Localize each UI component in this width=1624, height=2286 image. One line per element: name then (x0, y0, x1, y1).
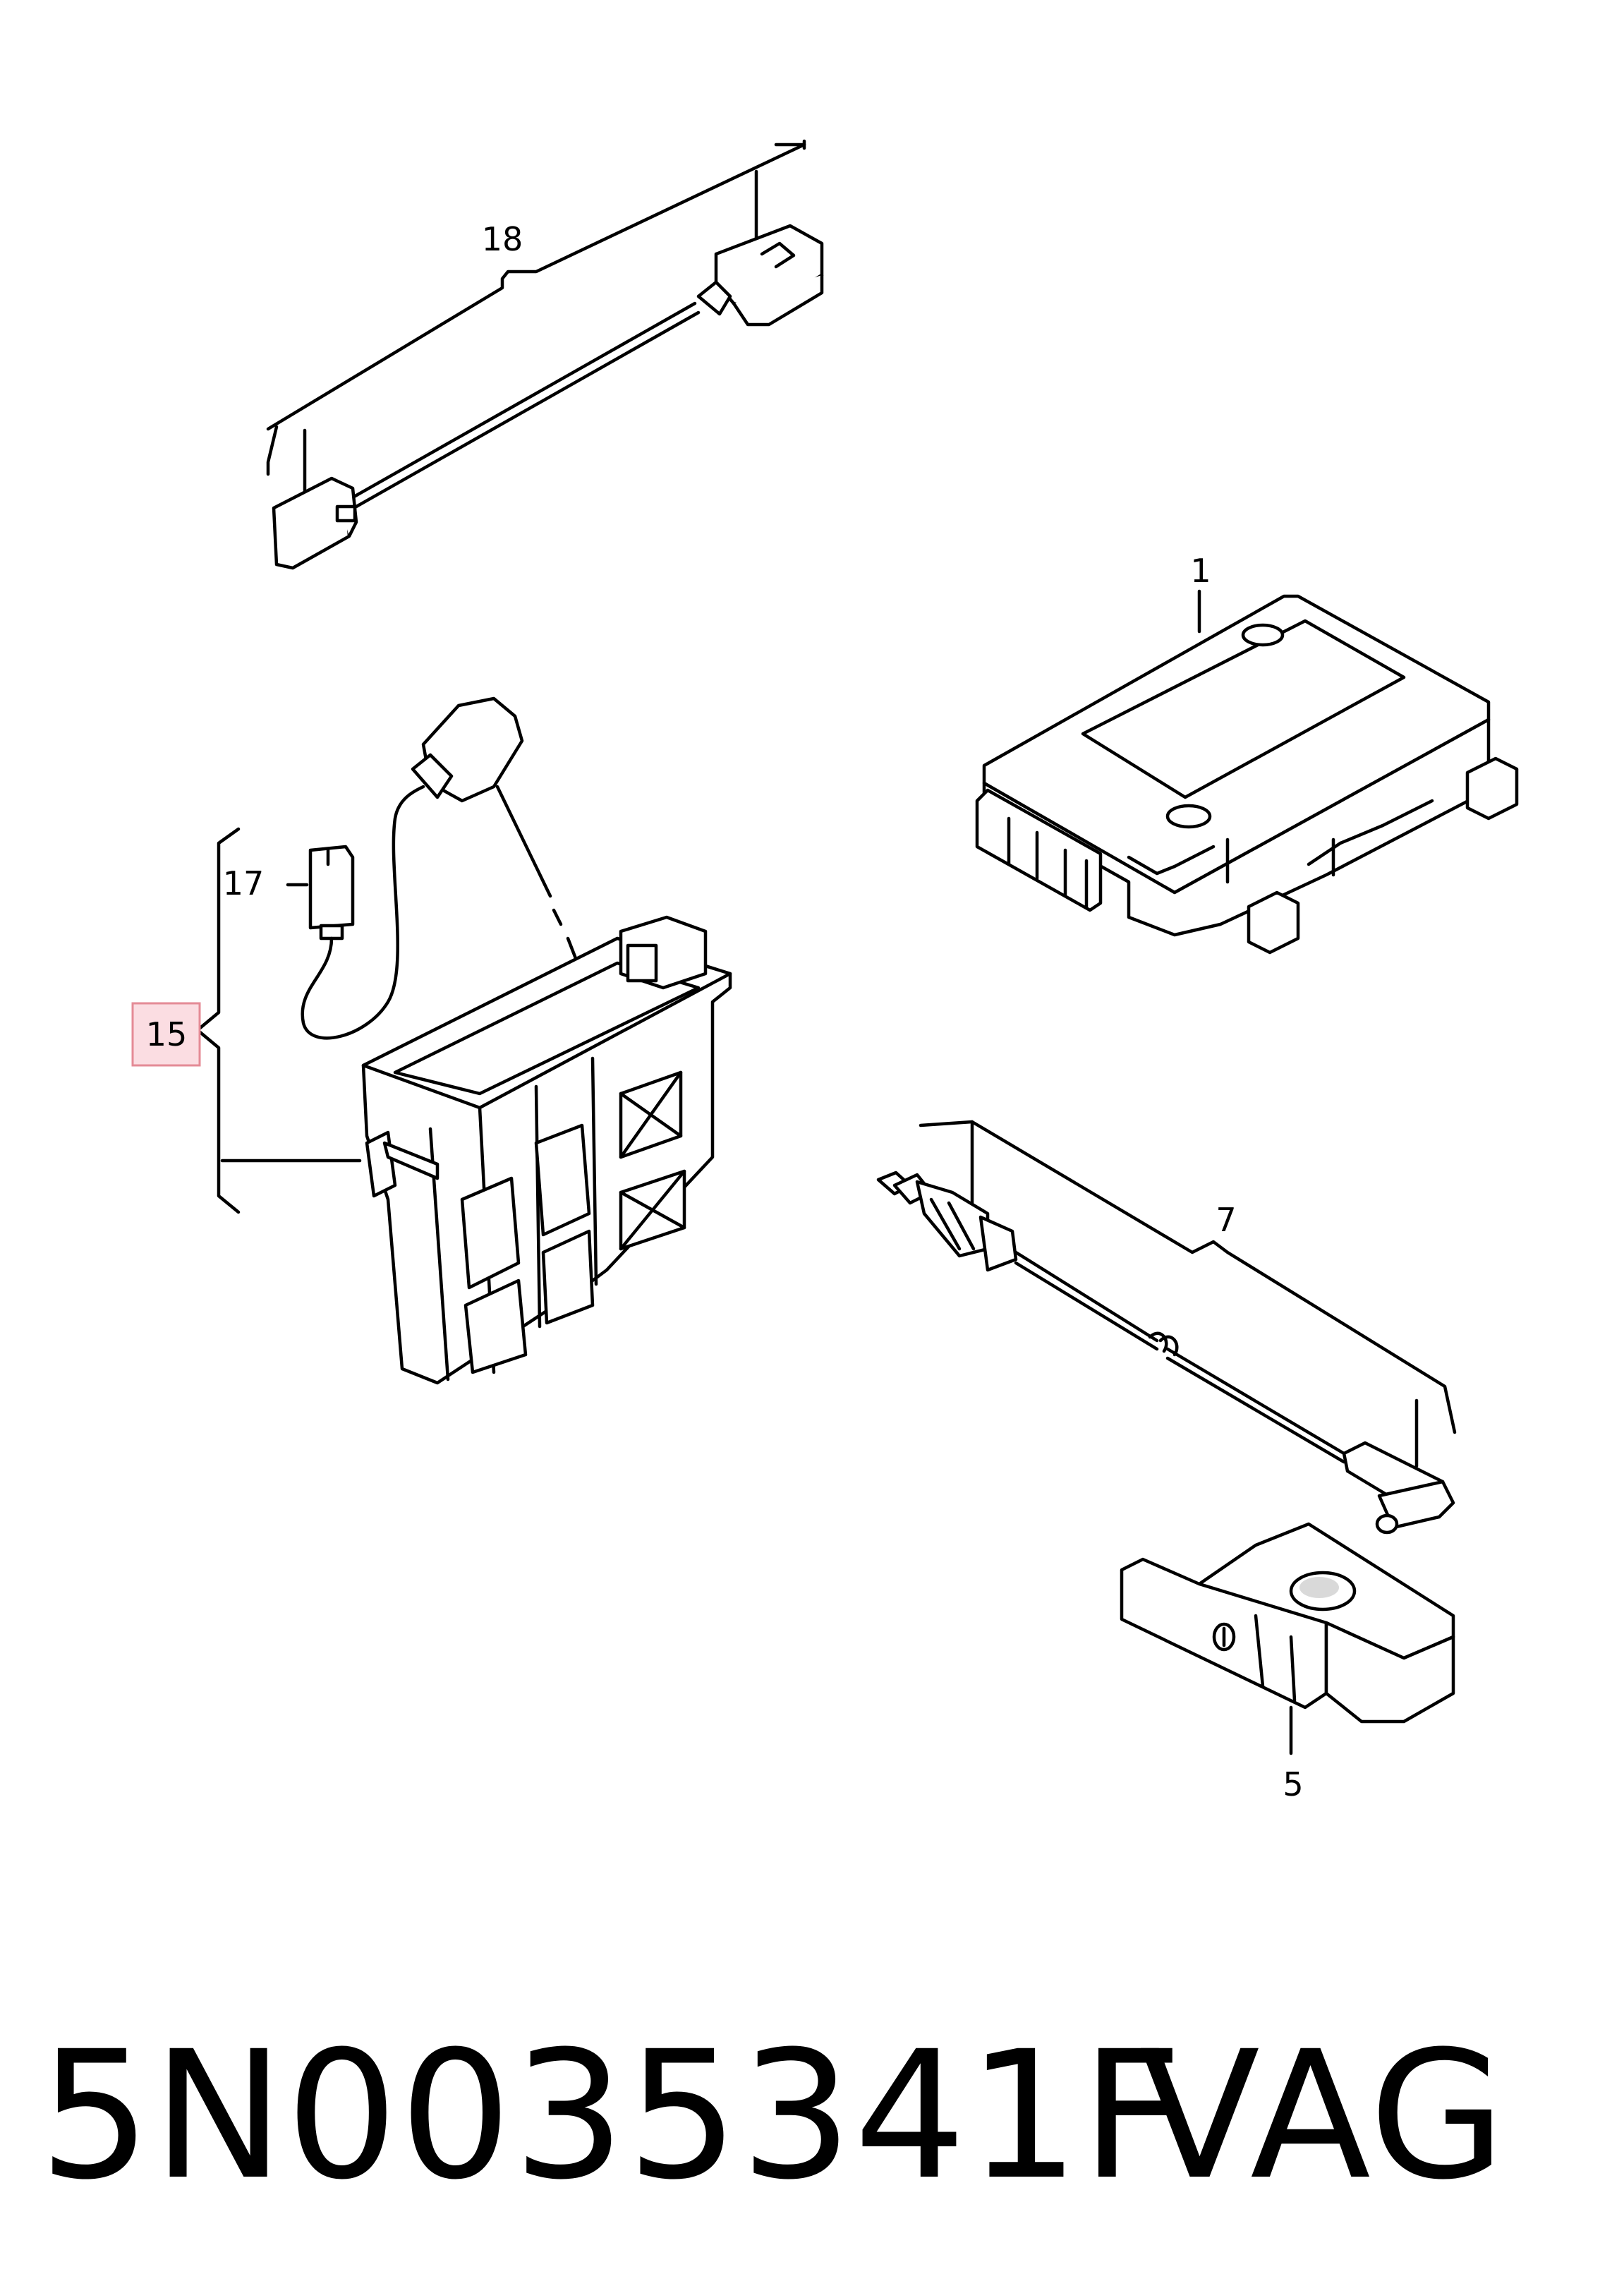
part-7-audio-cable (876, 1120, 1457, 1535)
part-5-aux-socket (1120, 1522, 1455, 1755)
part-15-holder-assembly (195, 696, 732, 1385)
callout-1: 1 (1190, 552, 1211, 590)
part-1-control-module (975, 589, 1519, 955)
callout-5: 5 (1283, 1765, 1303, 1803)
callout-17: 17 (223, 864, 265, 902)
callout-18: 18 (482, 220, 523, 258)
callout-15: 15 (146, 1015, 188, 1053)
part-18-cable (266, 139, 824, 570)
callout-7: 7 (1216, 1201, 1236, 1239)
part-number: 5N0035341F (39, 2013, 1184, 2218)
callout-15-highlight (131, 1002, 201, 1067)
brand-label: VAG (1139, 2013, 1507, 2218)
